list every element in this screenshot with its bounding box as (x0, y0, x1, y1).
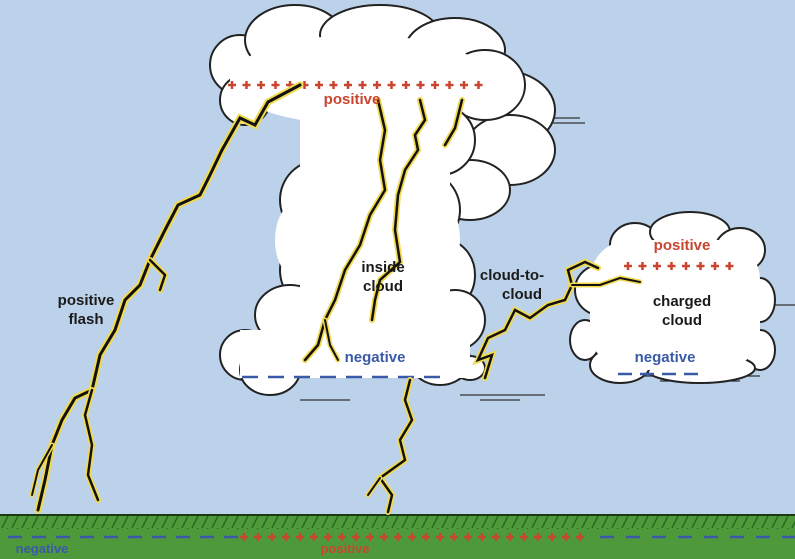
cloud-to-cloud-label-line1: cloud-to- (480, 267, 544, 284)
positive-flash-label-line2: flash (68, 311, 103, 328)
ground-positive-label: positive (320, 541, 369, 556)
inside-cloud-bolt (302, 97, 465, 363)
cloud-to-ground-bolt (365, 377, 416, 515)
ground-negative-label: negative (16, 541, 69, 556)
inside-cloud-label-line1: inside (361, 259, 404, 276)
inside-cloud-label-line2: cloud (363, 278, 403, 295)
positive-flash-bolt (29, 81, 304, 514)
main-cloud-top-label: positive (324, 91, 381, 108)
ground-positive-charges (240, 533, 584, 541)
positive-flash-label-line1: positive (58, 292, 115, 309)
main-cloud-bottom-label: negative (345, 349, 406, 366)
charged-cloud-bottom-label: negative (635, 349, 696, 366)
main-cloud-positive-charges (228, 81, 483, 89)
lightning-bolts (29, 81, 643, 515)
cloud-to-cloud-label-line2: cloud (502, 286, 542, 303)
cloud-to-cloud-bolt (472, 258, 643, 381)
charged-cloud-positive-charges (624, 262, 734, 270)
charged-cloud-top-label: positive (654, 237, 711, 254)
charged-cloud-fill (590, 240, 760, 370)
grass-texture (0, 515, 795, 529)
charged-cloud-label-line1: charged (653, 293, 711, 310)
charged-cloud-label-line2: cloud (662, 312, 702, 329)
